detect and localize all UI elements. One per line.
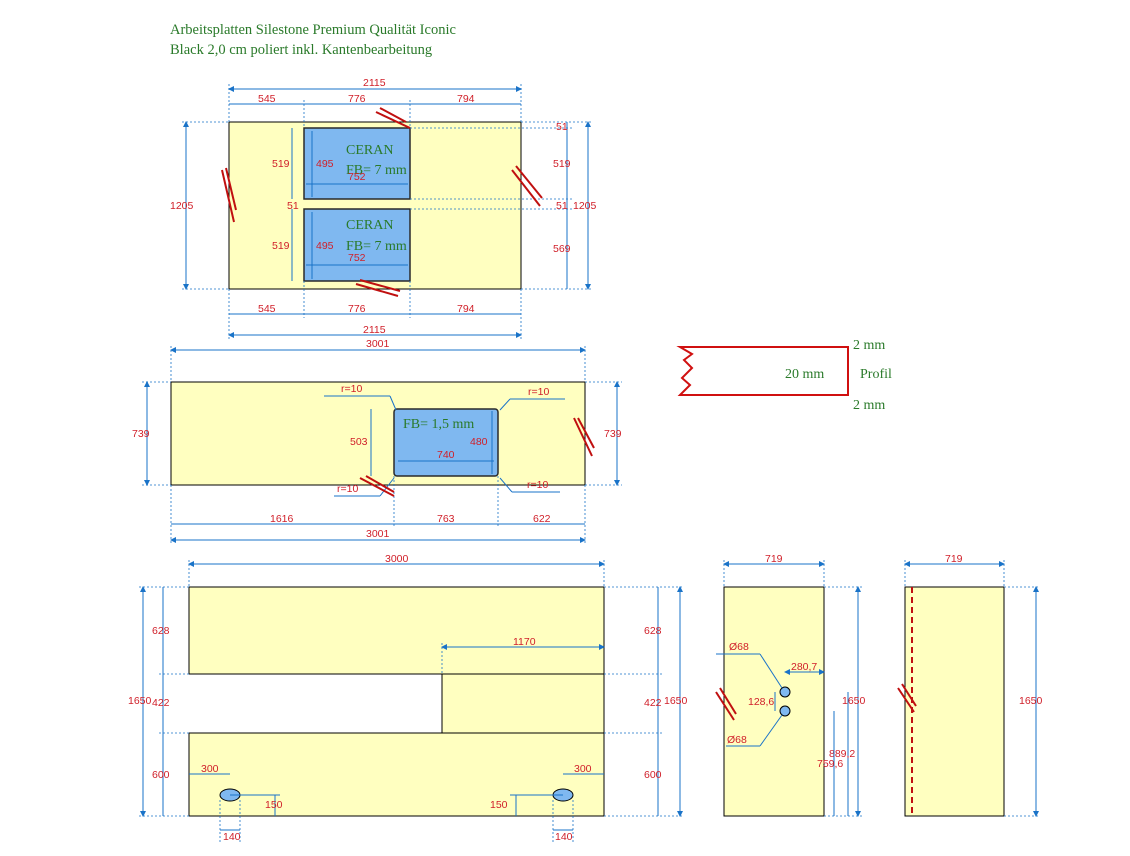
- dim-wall-hole-left-x: 300: [201, 763, 219, 775]
- side-a-hole-1: [779, 686, 791, 698]
- hob-cutout-1: [303, 127, 411, 200]
- dim-side-a-height: 1650: [842, 695, 866, 707]
- dim-hob-top-total: 2115: [363, 77, 386, 89]
- sink-cutout: [393, 408, 499, 477]
- ceran-label-1: CERAN: [346, 143, 393, 158]
- dim-hob-right-top: 51: [556, 121, 568, 133]
- dim-hob-top-right: 794: [457, 93, 475, 105]
- dim-hob-right-low: 569: [553, 243, 571, 255]
- dim-hob-cut1-w: 752: [348, 171, 366, 183]
- dim-sink-seg-left: 1616: [270, 513, 294, 525]
- dim-side-a-dx: 280,7: [791, 661, 817, 673]
- dim-hob-right-mid1: 519: [553, 158, 571, 170]
- dim-wall-mid-width: 1170: [513, 636, 536, 648]
- dim-sink-height-right: 739: [604, 428, 622, 440]
- dim-wall-low-right: 600: [644, 769, 662, 781]
- dim-hob-bottom-total: 2115: [363, 324, 386, 336]
- dim-wall-hole-right-w: 140: [555, 831, 573, 843]
- dim-side-a-hole2: Ø68: [727, 734, 747, 746]
- dim-side-a-h2: 759,6: [817, 758, 843, 770]
- side-panel-a: 719 1650 Ø68 Ø68 280,7 128,6 889,2 759,6: [715, 553, 866, 817]
- dim-sink-r1: r=10: [341, 383, 362, 395]
- dim-wall-mid-right: 422: [644, 697, 662, 709]
- dim-hob-top-left: 545: [258, 93, 276, 105]
- wall-panel-top: [188, 586, 605, 675]
- dim-hob-bottom-left: 545: [258, 303, 276, 315]
- side-panel-b-slab: [904, 586, 1005, 817]
- dim-hob-cut2-h: 495: [316, 240, 334, 252]
- dim-wall-top-left: 628: [152, 625, 170, 637]
- dim-hob-cut2-left: 519: [272, 240, 290, 252]
- dim-sink-cut-w: 740: [437, 449, 455, 461]
- profile-thickness: 20 mm: [785, 367, 824, 382]
- dim-wall-low-left: 600: [152, 769, 170, 781]
- dim-wall-hole-left-y: 150: [265, 799, 283, 811]
- dim-sink-cut-h-left: 503: [350, 436, 368, 448]
- side-b-edge-marks: [897, 683, 917, 713]
- dim-sink-cut-h-right: 480: [470, 436, 488, 448]
- dim-side-b-height: 1650: [1019, 695, 1043, 707]
- dim-wall-hole-left-w: 140: [223, 831, 241, 843]
- dim-sink-total-top: 3001: [366, 338, 390, 350]
- side-panel-a-slab: [723, 586, 825, 817]
- profile-bottom: 2 mm: [853, 398, 885, 413]
- hob-cutout-2: [303, 208, 411, 282]
- dim-hob-height-right: 1205: [573, 200, 597, 212]
- dim-wall-hole-right-y: 150: [490, 799, 508, 811]
- dim-side-a-h1: 889,2: [829, 748, 855, 760]
- hob-countertop: CERAN FB= 7 mm CERAN FB= 7 mm 2115 545 7…: [170, 77, 597, 340]
- dim-wall-total-right: 1650: [664, 695, 688, 707]
- hob-edge-marks: [221, 107, 543, 297]
- dim-hob-cut1-left: 519: [272, 158, 290, 170]
- wall-panel-low: [188, 732, 605, 817]
- dim-sink-seg-mid: 763: [437, 513, 455, 525]
- dim-hob-bottom-mid: 776: [348, 303, 366, 315]
- dim-wall-width: 3000: [385, 553, 409, 565]
- ceran-label-2: CERAN: [346, 218, 393, 233]
- sink-edge-marks: [359, 417, 595, 497]
- dim-sink-total-bottom: 3001: [366, 528, 390, 540]
- dim-sink-seg-right: 622: [533, 513, 551, 525]
- dim-side-a-width: 719: [765, 553, 783, 565]
- profile-shape: [676, 346, 849, 396]
- dim-sink-r3: r=10: [337, 483, 358, 495]
- sink-fb-label: FB= 1,5 mm: [403, 417, 474, 432]
- dim-sink-height-left: 739: [132, 428, 150, 440]
- profile-label: Profil: [860, 367, 892, 382]
- dim-wall-top-right: 628: [644, 625, 662, 637]
- side-panel-b: 719 1650: [897, 553, 1043, 817]
- sink-slab: [170, 381, 586, 486]
- dim-hob-height-left: 1205: [170, 200, 194, 212]
- title-line-2: Black 2,0 cm poliert inkl. Kantenbearbei…: [170, 42, 433, 58]
- dim-sink-r2: r=10: [528, 386, 549, 398]
- dim-side-a-hole1: Ø68: [729, 641, 749, 653]
- dim-hob-right-mid2: 51: [556, 200, 568, 212]
- wall-panel: 3000 1650 628 422 600 628 422 600 1650 1…: [128, 553, 688, 843]
- wall-panel-mid: [441, 673, 605, 734]
- dim-sink-r4: r=10: [527, 479, 548, 491]
- fb-label-2: FB= 7 mm: [346, 239, 407, 254]
- title-line-1: Arbeitsplatten Silestone Premium Qualitä…: [170, 22, 456, 38]
- dim-hob-gap-left: 51: [287, 200, 299, 212]
- dim-hob-cut2-w: 752: [348, 252, 366, 264]
- dim-hob-bottom-right: 794: [457, 303, 475, 315]
- sink-countertop: FB= 1,5 mm 3001 739 739 503 480 740 r=10…: [132, 338, 622, 544]
- dim-hob-cut1-h: 495: [316, 158, 334, 170]
- dim-hob-top-mid: 776: [348, 93, 366, 105]
- dim-wall-mid-left: 422: [152, 697, 170, 709]
- profile-top: 2 mm: [853, 338, 885, 353]
- dim-side-a-dy: 128,6: [748, 696, 774, 708]
- dim-wall-hole-right-x: 300: [574, 763, 592, 775]
- dim-side-b-width: 719: [945, 553, 963, 565]
- side-a-hole-2: [779, 705, 791, 717]
- dim-wall-total-left: 1650: [128, 695, 152, 707]
- fb-label-1: FB= 7 mm: [346, 163, 407, 178]
- edge-profile: 20 mm 2 mm Profil 2 mm: [676, 338, 892, 413]
- drawing-title: Arbeitsplatten Silestone Premium Qualitä…: [170, 20, 456, 60]
- side-a-edge-marks: [715, 687, 737, 721]
